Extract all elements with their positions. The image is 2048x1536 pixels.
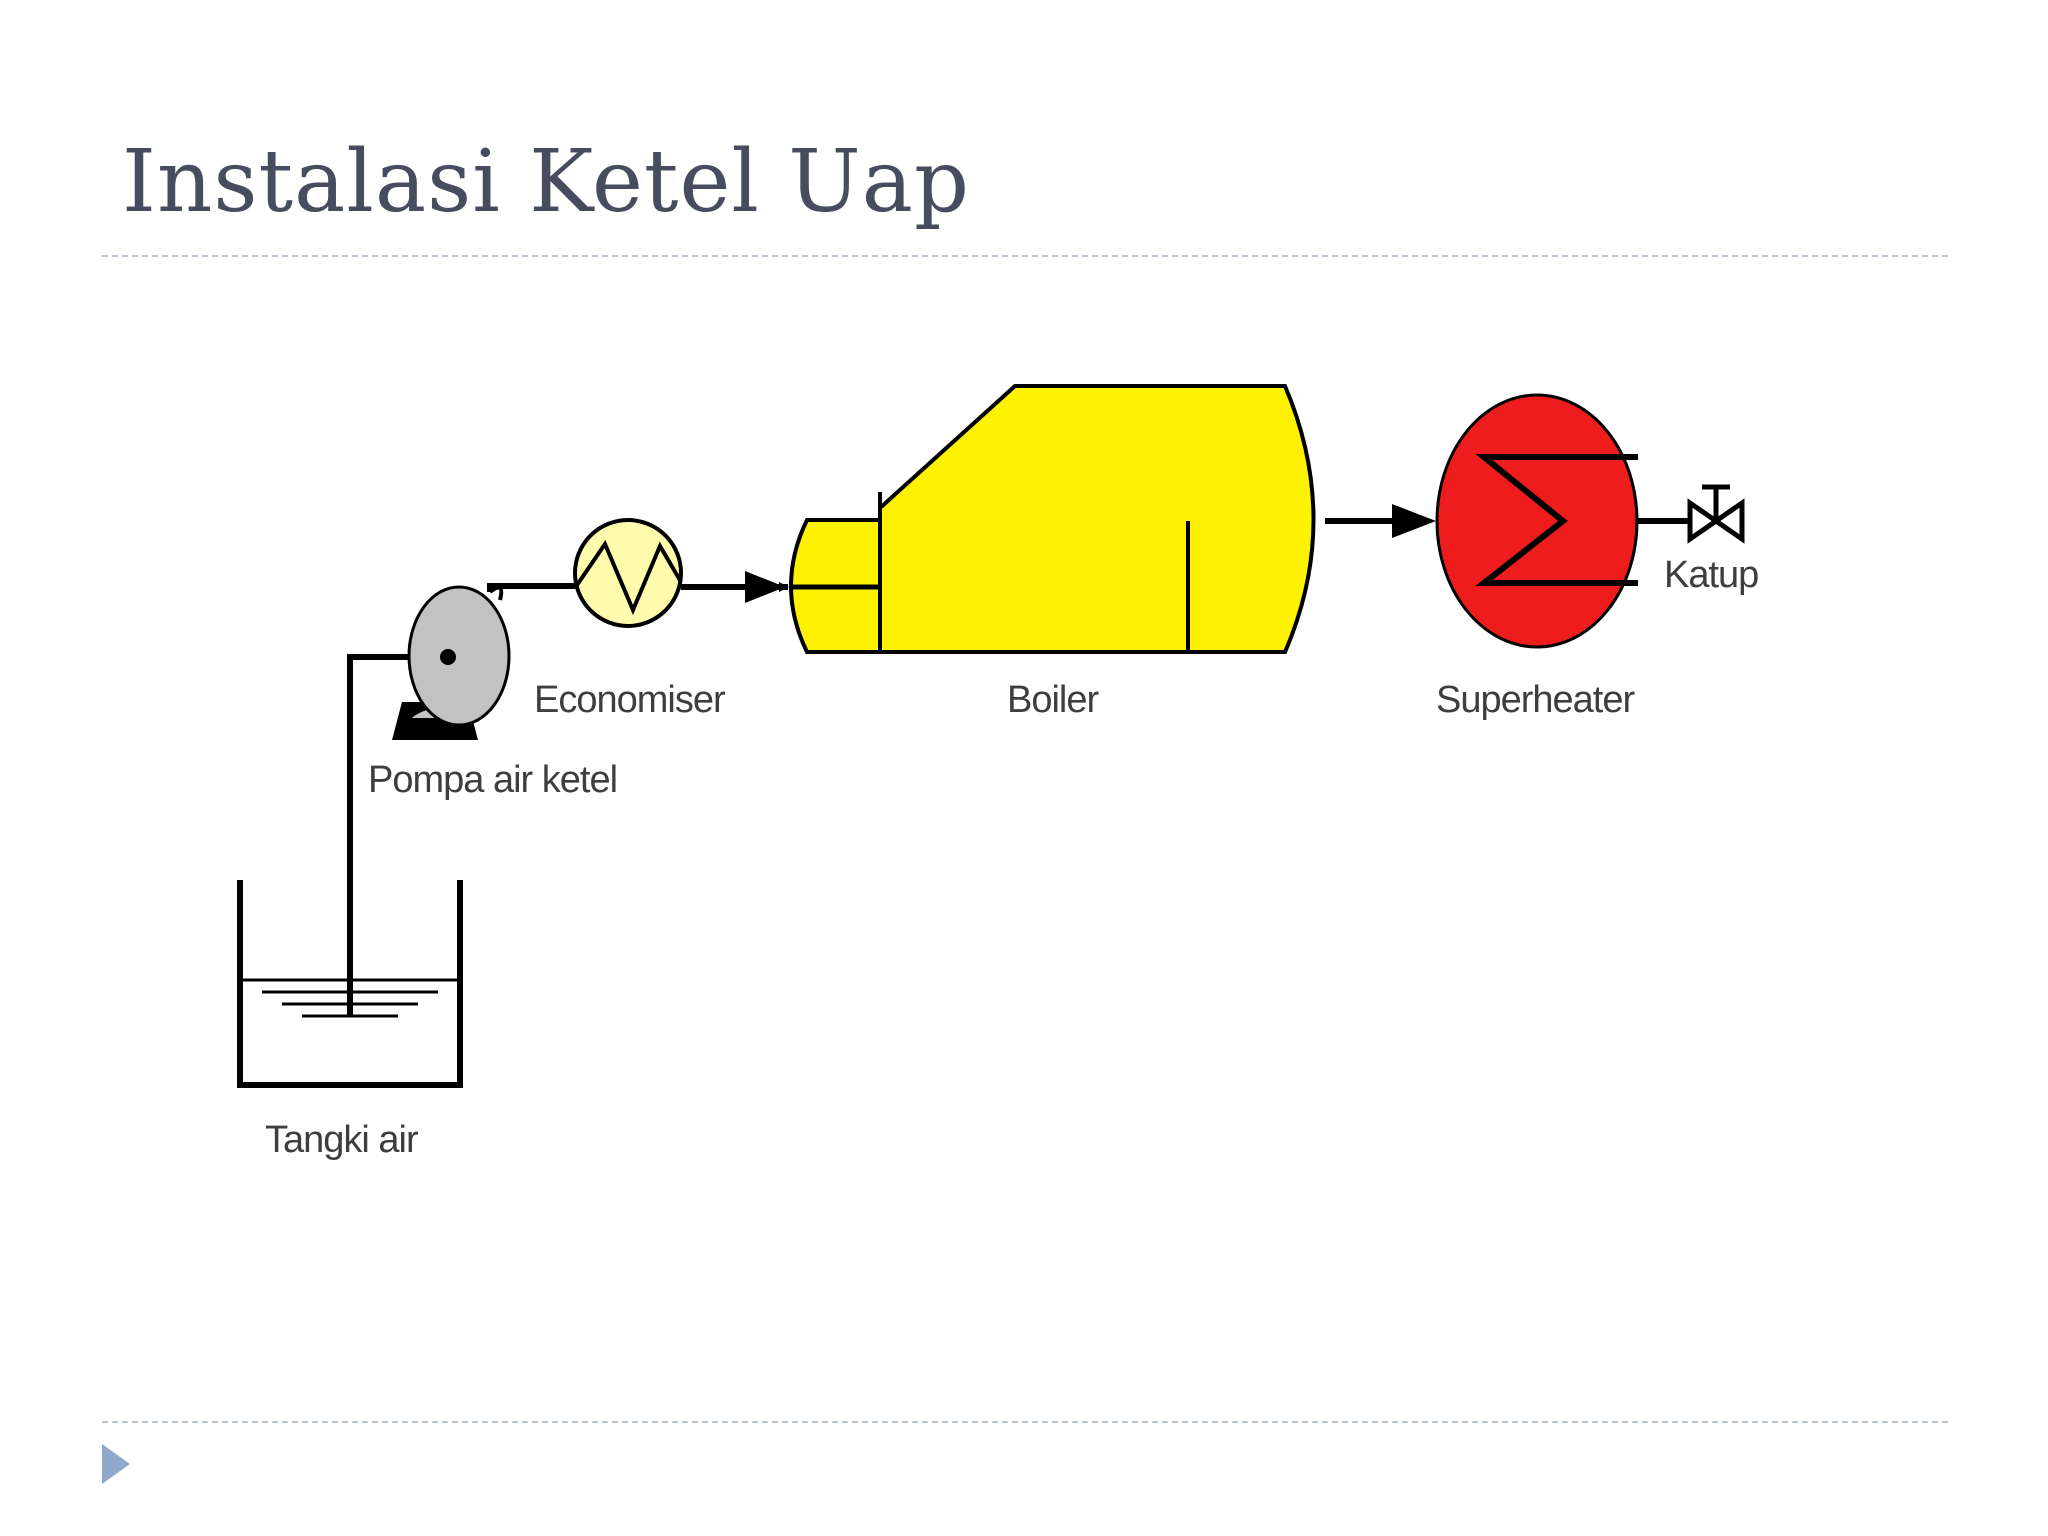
title-divider <box>102 255 1948 257</box>
valve-icon <box>1687 484 1745 544</box>
label-valve: Katup <box>1664 554 1758 596</box>
feed-arrow-icon <box>745 571 785 603</box>
triangle-right-icon[interactable] <box>102 1444 132 1484</box>
boiler <box>789 384 1316 654</box>
label-pump: Pompa air ketel <box>368 759 617 801</box>
label-tank: Tangki air <box>265 1119 419 1161</box>
superheater <box>1435 393 1639 649</box>
label-superheater: Superheater <box>1436 679 1635 721</box>
economiser <box>573 518 683 628</box>
footer-divider <box>102 1421 1948 1423</box>
label-economiser: Economiser <box>534 679 726 721</box>
pump <box>392 585 511 740</box>
steam-arrow-icon <box>1392 504 1436 538</box>
label-boiler: Boiler <box>1007 679 1099 721</box>
slide-title: Instalasi Ketel Uap <box>122 132 971 232</box>
discharge-pipe <box>487 583 575 592</box>
